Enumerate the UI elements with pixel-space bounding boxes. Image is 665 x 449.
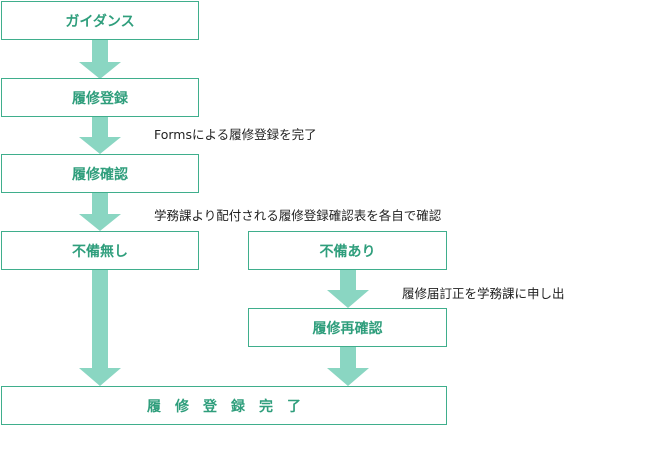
step-guidance-label: ガイダンス xyxy=(65,13,135,30)
arrow-no-defect-to-complete xyxy=(79,270,121,386)
note-distributed: 学務課より配付される履修登録確認表を各自で確認 xyxy=(154,208,442,223)
step-reconfirm: 履修再確認 xyxy=(248,308,447,347)
step-complete-label: 履修登録完了 xyxy=(147,398,315,415)
arrow-guidance-to-registration xyxy=(79,40,121,79)
step-no-defect: 不備無し xyxy=(1,231,199,270)
step-guidance: ガイダンス xyxy=(1,1,199,40)
note-correction: 履修届訂正を学務課に申し出 xyxy=(402,286,565,301)
arrow-confirm-to-no-defect xyxy=(79,193,121,231)
note-forms: Formsによる履修登録を完了 xyxy=(154,127,317,142)
step-confirm-label: 履修確認 xyxy=(72,166,128,183)
step-no-defect-label: 不備無し xyxy=(72,243,128,260)
step-has-defect-label: 不備あり xyxy=(319,243,376,260)
step-confirm: 履修確認 xyxy=(1,154,199,193)
step-has-defect: 不備あり xyxy=(248,231,447,270)
step-reconfirm-label: 履修再確認 xyxy=(312,320,383,337)
arrow-reconfirm-to-complete xyxy=(327,347,369,386)
step-complete: 履修登録完了 xyxy=(1,386,447,425)
arrow-registration-to-confirm xyxy=(79,116,121,154)
arrow-has-defect-to-reconfirm xyxy=(327,270,369,308)
step-registration-label: 履修登録 xyxy=(72,90,128,107)
step-registration: 履修登録 xyxy=(1,78,199,117)
